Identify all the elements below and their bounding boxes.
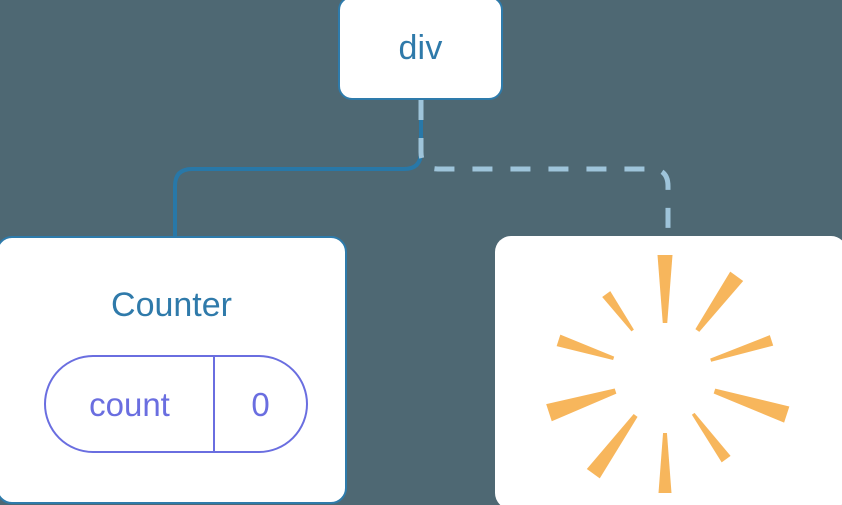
sparkle-ray-10 xyxy=(602,291,634,332)
prop-pill-value: 0 xyxy=(251,385,270,423)
sparkle-burst-icon xyxy=(546,255,790,493)
node-counter[interactable]: Counter count 0 xyxy=(0,236,347,504)
sparkle-ray-1 xyxy=(657,255,673,323)
sparkle-ray-2 xyxy=(695,271,744,332)
sparkle-ray-7 xyxy=(586,414,638,479)
sparkle-ray-5 xyxy=(691,412,731,463)
node-div[interactable]: div xyxy=(338,0,503,100)
node-highlight[interactable] xyxy=(495,236,842,505)
sparkle-ray-6 xyxy=(658,433,672,493)
node-div-label: div xyxy=(398,29,443,67)
edge-div-to-counter xyxy=(173,98,423,240)
node-counter-label: Counter xyxy=(111,286,232,324)
prop-pill-key: count xyxy=(46,357,215,451)
edge-div-to-burst xyxy=(418,100,671,238)
sparkle-ray-8 xyxy=(546,388,617,422)
prop-pill-count[interactable]: count 0 xyxy=(44,355,308,453)
sparkle-ray-3 xyxy=(710,335,774,362)
sparkle-ray-9 xyxy=(556,334,615,361)
sparkle-ray-4 xyxy=(713,388,790,423)
